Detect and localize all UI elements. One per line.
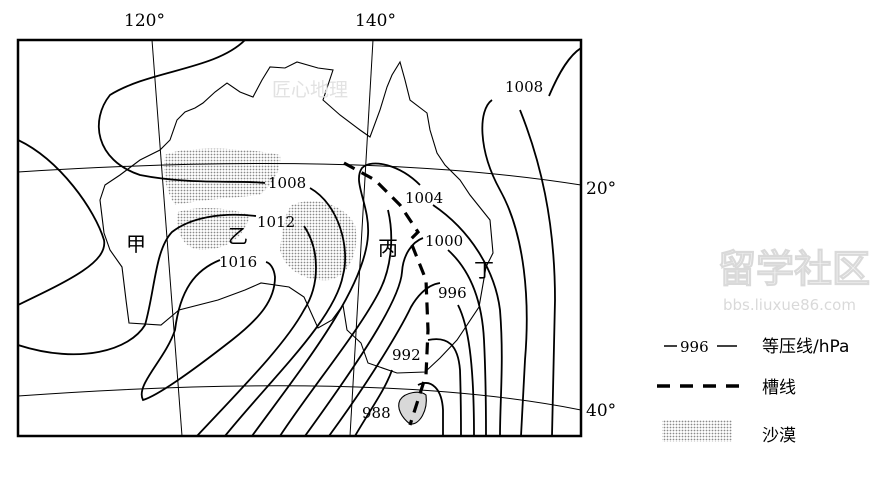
tasmania [398, 391, 427, 425]
meridian-140 [349, 40, 374, 436]
isobar-labels: 1008 1008 1004 1012 1000 1016 996 992 98… [219, 78, 543, 422]
map-watermark: 匠心地理 [272, 79, 348, 101]
isobar-label: 1000 [425, 232, 463, 250]
longitude-label-120: 120° [124, 11, 165, 31]
legend-trough-label: 槽线 [762, 378, 796, 398]
isobars [18, 40, 581, 436]
legend-isobar-sample: 996 [680, 338, 709, 356]
watermark-logo: 留学社区 [718, 247, 870, 291]
latitude-label-20: 20° [586, 179, 616, 199]
site-watermark: 留学社区 bbs.liuxue86.com [718, 247, 871, 315]
latitude-label-40: 40° [586, 401, 616, 421]
isobar-label: 1004 [405, 189, 443, 207]
parallel-20 [18, 163, 581, 186]
isobar-label: 996 [438, 284, 467, 302]
watermark-url: bbs.liuxue86.com [723, 296, 856, 314]
isobar-label: 1012 [257, 213, 295, 231]
region-label-bing: 丙 [378, 236, 398, 260]
region-label-yi: 乙 [228, 224, 248, 248]
map-frame [16, 38, 583, 438]
legend: 996 等压线/hPa 槽线 沙漠 [657, 337, 849, 446]
legend-isobar-label: 等压线/hPa [762, 337, 849, 357]
legend-desert-label: 沙漠 [762, 426, 796, 446]
region-label-ding: 丁 [474, 258, 494, 282]
isobar-label: 1016 [219, 253, 257, 271]
isobar-label: 1008 [505, 78, 543, 96]
isobar-label: 1008 [268, 174, 306, 192]
legend-desert-swatch [662, 420, 732, 442]
longitude-label-140: 140° [355, 11, 396, 31]
trough-line [343, 161, 430, 426]
isobar-label: 992 [392, 346, 421, 364]
isobar-label: 988 [362, 404, 391, 422]
region-label-jia: 甲 [126, 232, 146, 256]
